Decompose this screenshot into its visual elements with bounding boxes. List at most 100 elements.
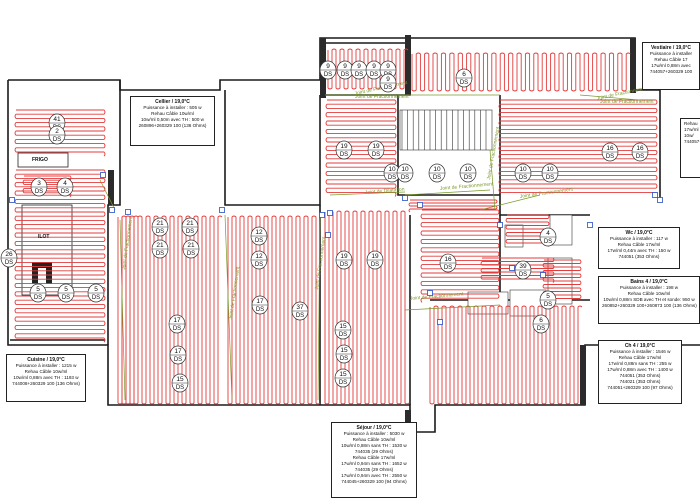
- connection-marker: [652, 192, 658, 198]
- circuit-code: DS: [339, 380, 347, 386]
- room-title: Cellier / 19,0°C: [155, 99, 190, 105]
- circuit-tag: 4DS: [56, 177, 74, 197]
- joint-label: Joint de Fractionnement: [600, 99, 654, 105]
- circuit-number: 12: [255, 229, 263, 236]
- circuit-number: 10: [401, 166, 409, 173]
- cable-zone-8: [324, 210, 410, 405]
- joint-label: Joint de Fractionnement: [228, 266, 241, 321]
- cable-zone-0: [14, 109, 106, 157]
- circuit-number: 2: [55, 128, 59, 135]
- heating-cables: [14, 48, 658, 405]
- circuit-number: 5: [36, 286, 40, 293]
- circuit-tag: 9DS: [379, 73, 397, 93]
- connection-marker: [657, 197, 663, 203]
- circuit-tag: 6DS: [532, 314, 550, 334]
- joint-label: Joint de Fractionnement: [440, 181, 495, 192]
- circuit-code: DS: [340, 262, 348, 268]
- circuit-code: DS: [433, 175, 441, 181]
- connection-marker: [219, 207, 225, 213]
- circuit-number: 15: [176, 376, 184, 383]
- stair-steps: [401, 110, 487, 150]
- joint-label: Joint de Fractionnement: [121, 216, 134, 271]
- circuit-number: 39: [519, 263, 527, 270]
- circuit-code: DS: [255, 238, 263, 244]
- circuit-code: DS: [519, 175, 527, 181]
- circuit-tag: 5DS: [539, 290, 557, 310]
- circuit-tag: 9DS: [319, 60, 337, 80]
- circuit-number: 5: [64, 286, 68, 293]
- circuit-number: 10: [433, 166, 441, 173]
- circuit-number: 15: [339, 323, 347, 330]
- circuit-number: 17: [173, 317, 181, 324]
- room-label-ch4: Ch 4 / 19,0°C Puissance à installer : 15…: [598, 340, 682, 404]
- circuit-code: DS: [537, 326, 545, 332]
- circuit-number: 21: [186, 220, 194, 227]
- joint-line-3: [99, 179, 116, 211]
- circuit-number: 9: [386, 63, 390, 70]
- circuit-number: 6: [539, 317, 543, 324]
- connection-marker: [9, 197, 15, 203]
- island-label: ILOT: [38, 234, 50, 240]
- circuit-tag: 3DS: [30, 177, 48, 197]
- cable-zone-15: [408, 199, 498, 213]
- room-label-cuisine: Cuisine / 19,0°C Puissance à installer :…: [6, 354, 86, 402]
- circuit-code: DS: [61, 189, 69, 195]
- joint-line-4: [329, 191, 406, 196]
- connection-marker: [325, 232, 331, 238]
- circuit-number: 9: [326, 63, 330, 70]
- circuit-code: DS: [176, 385, 184, 391]
- joint-label: Joint de Dilatation: [365, 187, 405, 196]
- circuit-number: 10: [519, 166, 527, 173]
- circuit-tag: 6DS: [455, 68, 473, 88]
- circuit-number: 19: [340, 253, 348, 260]
- circuit-number: 15: [339, 371, 347, 378]
- cable-zone-7: [325, 99, 397, 197]
- circuit-number: 4: [63, 180, 67, 187]
- circuit-tag: 9DS: [350, 60, 368, 80]
- circuit-code: DS: [388, 175, 396, 181]
- circuit-number: 9: [372, 63, 376, 70]
- connection-marker: [327, 210, 333, 216]
- circuit-number: 21: [156, 242, 164, 249]
- fridge-label: FRIGO: [32, 157, 48, 163]
- circuit-number: 5: [94, 286, 98, 293]
- circuit-number: 9: [357, 63, 361, 70]
- connection-marker: [587, 222, 593, 228]
- connection-marker: [497, 222, 503, 228]
- circuit-code: DS: [546, 175, 554, 181]
- circuit-number: 16: [444, 256, 452, 263]
- circuit-code: DS: [53, 137, 61, 143]
- connection-marker: [437, 319, 443, 325]
- circuit-code: DS: [62, 295, 70, 301]
- circuit-code: DS: [92, 295, 100, 301]
- circuit-number: 26: [5, 251, 13, 258]
- circuit-code: DS: [5, 260, 13, 266]
- connection-marker: [417, 202, 423, 208]
- connection-marker: [100, 172, 106, 178]
- cable-zone-5: [327, 48, 409, 90]
- connection-marker: [125, 209, 131, 215]
- connection-marker: [540, 272, 546, 278]
- connection-markers: [9, 172, 663, 325]
- expansion-joints: [99, 94, 641, 401]
- room-label-vestiaire: Vestiaire / 19,0°C Puissance à installer…: [642, 42, 700, 90]
- circuit-number: 10: [464, 166, 472, 173]
- circuit-number: 15: [340, 347, 348, 354]
- circuit-code: DS: [186, 229, 194, 235]
